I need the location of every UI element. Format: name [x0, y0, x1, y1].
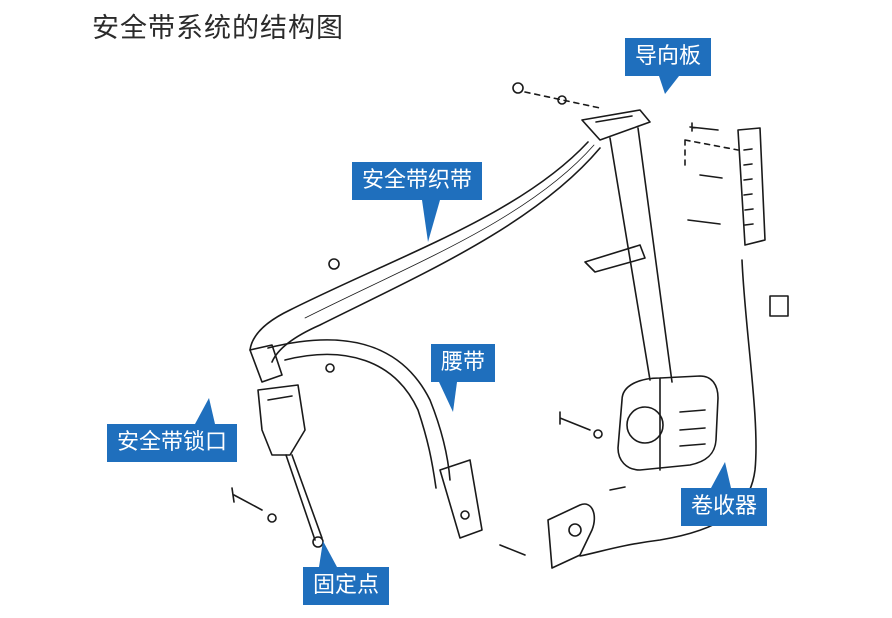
lower-anchor-bracket	[547, 503, 596, 569]
anchor-point-label: 固定点	[303, 541, 390, 605]
lap-belt-label: 腰带	[431, 344, 496, 412]
retractor-shape	[617, 375, 719, 471]
guide-plate-label: 导向板	[625, 38, 712, 94]
height-adjuster-bracket	[737, 127, 766, 246]
lap-webbing	[267, 339, 451, 481]
webbing-label: 安全带织带	[352, 162, 483, 242]
shoulder-webbing	[249, 141, 589, 351]
diagram-title: 安全带系统的结构图	[92, 13, 344, 44]
buckle-shape	[257, 384, 306, 456]
retractor-label: 卷收器	[681, 462, 768, 526]
guide-plate-shape	[581, 109, 651, 141]
buckle-label: 安全带锁口	[107, 398, 238, 462]
